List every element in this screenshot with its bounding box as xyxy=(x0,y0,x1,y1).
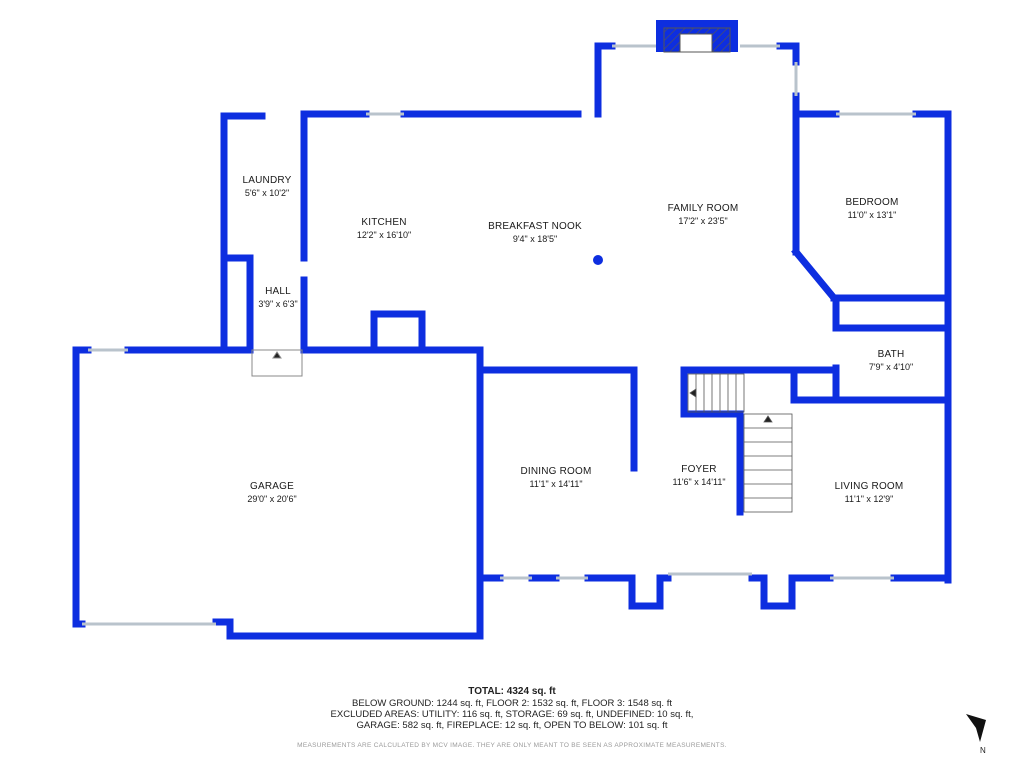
room-dimensions: 29'0" x 20'6" xyxy=(247,494,297,504)
hall-threshold xyxy=(251,349,303,377)
room-dimensions: 11'1" x 12'9" xyxy=(844,494,894,504)
room-dimensions: 12'2" x 16'10" xyxy=(356,230,412,240)
windows xyxy=(82,44,916,626)
room-name: BATH xyxy=(877,349,905,360)
room-name: LIVING ROOM xyxy=(834,481,904,492)
stair-flight-lower xyxy=(743,413,793,513)
room-name: BREAKFAST NOOK xyxy=(488,221,582,232)
room-hall: HALL 3'9" x 6'3" xyxy=(258,285,297,310)
fireplace xyxy=(656,20,738,53)
room-dimensions: 9'4" x 18'5" xyxy=(512,234,558,244)
staircase xyxy=(687,373,793,513)
wall-porch-left xyxy=(628,574,664,610)
room-dining-room: DINING ROOM 11'1" x 14'11" xyxy=(520,465,591,490)
room-bedroom: BEDROOM 11'0" x 13'1" xyxy=(845,196,898,221)
room-dimensions: 3'9" x 6'3" xyxy=(258,299,298,309)
room-name: FAMILY ROOM xyxy=(667,203,739,214)
room-name: DINING ROOM xyxy=(520,466,592,477)
room-garage: GARAGE 29'0" x 20'6" xyxy=(247,480,296,505)
north-arrow-icon xyxy=(966,714,986,742)
wall-porch-right xyxy=(760,574,796,610)
room-dimensions: 11'1" x 14'11" xyxy=(529,479,583,489)
wall-garage-bottom-right xyxy=(212,618,484,640)
area-breakdown-line: GARAGE: 582 sq. ft, FIREPLACE: 12 sq. ft… xyxy=(356,720,668,731)
room-dimensions: 5'6" x 10'2" xyxy=(244,188,290,198)
room-name: BEDROOM xyxy=(845,197,899,208)
north-label: N xyxy=(980,746,986,755)
room-dimensions: 11'0" x 13'1" xyxy=(847,210,897,220)
measurement-disclaimer: MEASUREMENTS ARE CALCULATED BY MCV IMAGE… xyxy=(297,742,727,749)
room-name: KITCHEN xyxy=(361,217,407,228)
walls xyxy=(72,42,952,640)
column-marker xyxy=(593,255,603,265)
stair-flight-upper xyxy=(687,373,745,413)
room-dimensions: 11'6" x 14'11" xyxy=(672,477,726,487)
area-breakdown-line: EXCLUDED AREAS: UTILITY: 116 sq. ft, STO… xyxy=(330,709,694,720)
wall-bedroom-angle xyxy=(791,247,839,303)
stair-arrow-icon xyxy=(763,415,773,423)
stair-arrow-icon xyxy=(689,388,697,398)
room-family-room: FAMILY ROOM 17'2" x 23'5" xyxy=(668,202,739,227)
wall-pantry xyxy=(370,310,426,354)
area-breakdown-line: BELOW GROUND: 1244 sq. ft, FLOOR 2: 1532… xyxy=(352,698,672,709)
room-bath: BATH 7'9" x 4'10" xyxy=(869,348,913,373)
floor-plan xyxy=(72,20,952,640)
room-living-room: LIVING ROOM 11'1" x 12'9" xyxy=(835,480,904,505)
area-total: TOTAL: 4324 sq. ft xyxy=(468,686,556,697)
room-name: FOYER xyxy=(681,464,717,475)
room-dimensions: 17'2" x 23'5" xyxy=(678,216,728,226)
room-dimensions: 7'9" x 4'10" xyxy=(868,362,914,372)
entry-arrow-icon xyxy=(272,351,282,359)
room-name: GARAGE xyxy=(249,481,294,492)
room-laundry: LAUNDRY 5'6" x 10'2" xyxy=(242,174,291,199)
room-breakfast-nook: BREAKFAST NOOK 9'4" x 18'5" xyxy=(488,220,582,245)
room-name: HALL xyxy=(265,286,291,297)
room-kitchen: KITCHEN 12'2" x 16'10" xyxy=(357,216,411,241)
room-foyer: FOYER 11'6" x 14'11" xyxy=(672,463,725,488)
room-name: LAUNDRY xyxy=(242,175,292,186)
